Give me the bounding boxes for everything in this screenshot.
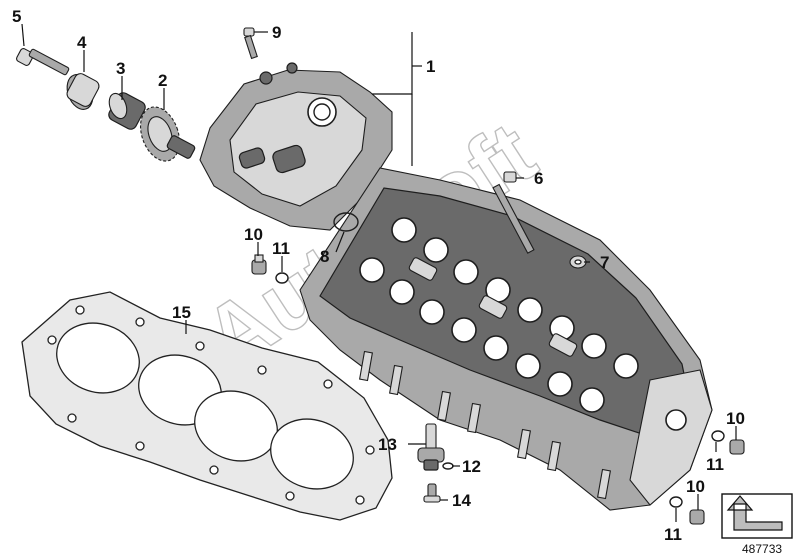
plug-10-right-lower (689, 509, 705, 525)
callout-10-right-lower: 10 (686, 477, 705, 496)
callout-3: 3 (116, 59, 125, 78)
reference-box (721, 493, 793, 539)
callout-14: 14 (452, 491, 471, 510)
camshaft-carrier (199, 62, 393, 231)
seal-ring-11-right-lower (669, 496, 683, 508)
callout-6: 6 (534, 169, 543, 188)
callout-12: 12 (462, 457, 481, 476)
callout-13: 13 (378, 435, 397, 454)
screw-9 (243, 27, 258, 60)
pin-8 (333, 212, 359, 232)
screw-14 (423, 483, 441, 503)
callout-1: 1 (426, 57, 435, 76)
callout-11-right-upper: 11 (706, 455, 724, 474)
seal-ring-11-left (275, 272, 289, 284)
seal-12 (442, 462, 454, 470)
callout-4: 4 (77, 33, 87, 52)
callout-7: 7 (600, 253, 609, 272)
callout-5: 5 (12, 7, 21, 26)
callout-9: 9 (272, 23, 281, 42)
washer-7 (569, 255, 587, 269)
head-gasket (21, 291, 393, 521)
plug-10-left (251, 254, 267, 275)
callout-8: 8 (320, 247, 329, 266)
thrust-washer-4 (66, 73, 100, 110)
reference-number: 487733 (742, 542, 782, 556)
leader-lines (21, 23, 737, 522)
callout-11-right-lower: 11 (664, 525, 682, 544)
callout-10-right-upper: 10 (726, 409, 745, 428)
seal-ring-11-right-upper (711, 430, 725, 442)
callout-2: 2 (158, 71, 167, 90)
callout-10-left: 10 (244, 225, 263, 244)
cylinder-head (299, 167, 713, 511)
plug-10-right-upper (729, 439, 745, 455)
callout-15: 15 (172, 303, 191, 322)
bolt-5 (16, 48, 70, 76)
sensor-13 (417, 423, 445, 471)
callout-11-left: 11 (272, 239, 290, 258)
direction-arrow-icon (726, 495, 783, 531)
stud-bolt-6 (492, 171, 535, 254)
gear-2 (140, 106, 196, 162)
